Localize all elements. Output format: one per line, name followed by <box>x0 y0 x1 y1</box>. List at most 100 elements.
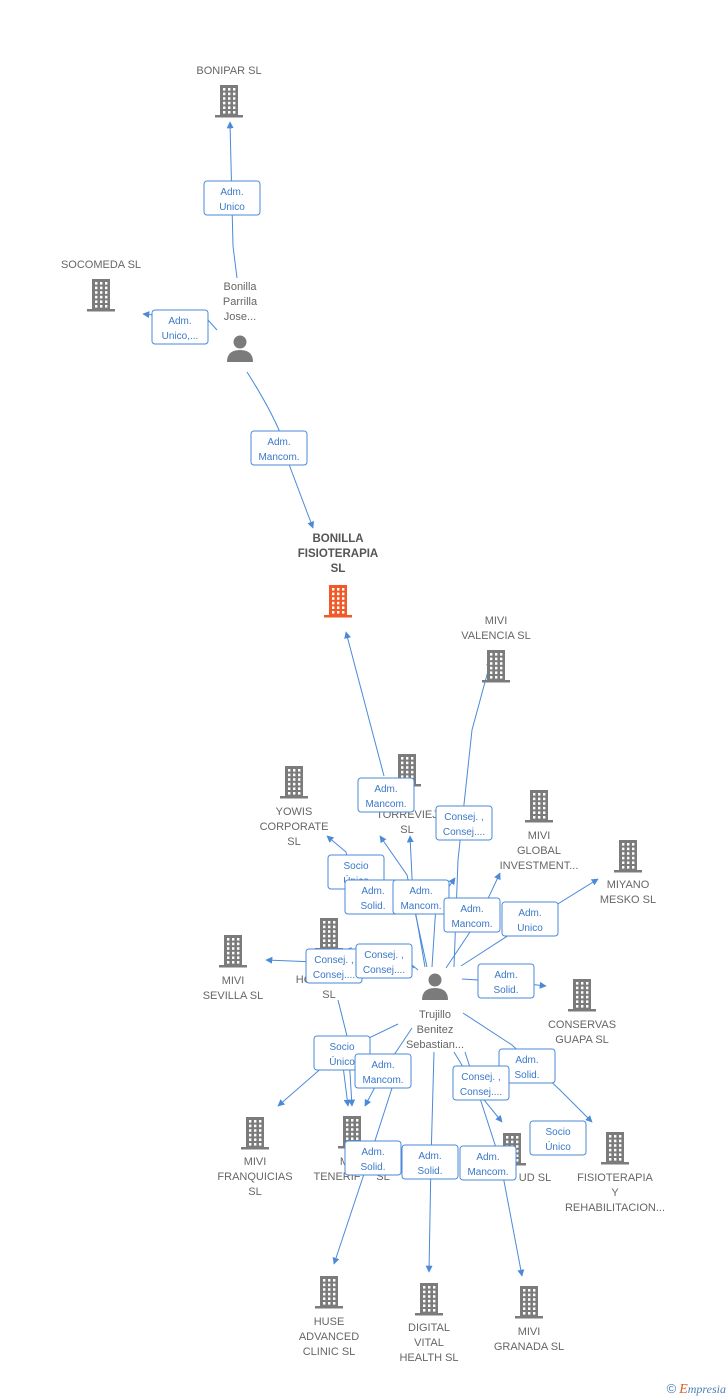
node-socomeda[interactable]: SOCOMEDA SL <box>61 259 141 312</box>
role-badge-label: Adm. <box>515 1055 538 1066</box>
role-badge[interactable]: Consej. ,Consej.... <box>355 943 413 979</box>
role-badge-frame <box>443 897 501 933</box>
empresia-logo: © Empresia <box>667 1381 726 1398</box>
role-badge-frame <box>357 777 415 813</box>
role-badge-label: Socio <box>343 861 368 872</box>
role-badge-frame <box>344 1140 402 1176</box>
role-badge[interactable]: Consej. ,Consej.... <box>452 1065 510 1101</box>
node-label-line: VALENCIA SL <box>461 630 531 642</box>
node-label-line: SL <box>248 1186 261 1198</box>
building-icon <box>525 790 553 823</box>
role-badge-label: Socio <box>545 1127 570 1138</box>
node-label-line: HUSE <box>314 1316 345 1328</box>
role-badge-label: Adm. <box>220 187 243 198</box>
node-label-line: Sebastian... <box>406 1039 464 1051</box>
node-label-line: UD SL <box>519 1172 551 1184</box>
role-badge-label: Adm. <box>460 904 483 915</box>
role-badge-label: Adm. <box>371 1060 394 1071</box>
roles-layer: Adm. Unico Adm.Unico,... Adm. Mancom. Adm. Man… <box>151 180 587 1181</box>
role-badge-label: Adm. <box>418 1151 441 1162</box>
role-badge[interactable]: Adm. Solid. <box>498 1048 556 1084</box>
node-label-line: MIVI <box>222 975 245 987</box>
person-icon <box>422 973 448 1000</box>
role-badge-label: Mancom. <box>451 919 492 930</box>
role-badge-frame <box>392 879 450 915</box>
node-label-line: CORPORATE <box>260 821 329 833</box>
node-label-line: BONILLA <box>312 533 363 545</box>
node-label-line: REHABILITACION... <box>565 1202 665 1214</box>
role-badge[interactable]: Adm.Unico <box>203 180 261 216</box>
role-badge-label: Adm. <box>267 437 290 448</box>
node-label-line: BONIPAR SL <box>196 65 261 77</box>
role-badge-label: Solid. <box>360 1162 385 1173</box>
relationship-edge <box>226 121 238 279</box>
role-badge-frame <box>452 1065 510 1101</box>
node-label-line: MIVI <box>518 1326 541 1338</box>
node-trujillo[interactable]: TrujilloBenitezSebastian... <box>406 973 464 1052</box>
node-bonilla-person[interactable]: BonillaParrillaJose... <box>223 281 258 362</box>
building-icon <box>601 1132 629 1165</box>
role-badge-frame <box>401 1144 459 1180</box>
node-label-line: MIYANO <box>607 879 650 891</box>
role-badge[interactable]: Adm.Solid. <box>477 963 535 999</box>
role-badge[interactable]: Adm.Mancom. <box>392 879 450 915</box>
node-label-line: Jose... <box>224 311 256 323</box>
role-badge-label: Adm. <box>518 908 541 919</box>
node-bonipar[interactable]: BONIPAR SL <box>196 65 262 118</box>
role-badge[interactable]: Adm.Unico,... <box>151 309 209 345</box>
node-label-line: GLOBAL <box>517 845 561 857</box>
role-badge[interactable]: Adm. Mancom. <box>443 897 501 933</box>
role-badge[interactable]: Adm.Mancom. <box>459 1145 517 1181</box>
relationship-edge <box>246 371 315 529</box>
building-icon <box>568 979 596 1012</box>
node-label-line: YOWIS <box>276 806 313 818</box>
role-badge-frame <box>354 1053 412 1089</box>
role-badge[interactable]: Adm.Solid. <box>344 1140 402 1176</box>
role-badge-label: Consej. , <box>444 812 483 823</box>
role-badge[interactable]: Adm. Mancom. <box>354 1053 412 1089</box>
role-badge[interactable]: Adm. Unico <box>501 901 559 937</box>
role-badge-label: Adm. <box>494 970 517 981</box>
node-label-line: FRANQUICIAS <box>217 1171 292 1183</box>
role-badge-label: Solid. <box>514 1070 539 1081</box>
role-badge[interactable]: Consej. ,Consej.... <box>435 805 493 841</box>
node-miyano[interactable]: MIYANO MESKO SL <box>600 840 656 906</box>
building-icon <box>315 918 343 951</box>
role-badge-label: Mancom. <box>362 1075 403 1086</box>
role-badge[interactable]: Adm.Solid. <box>401 1144 459 1180</box>
node-label-line: SL <box>400 824 413 836</box>
building-icon <box>614 840 642 873</box>
node-fisio-rehab[interactable]: FISIOTERAPIAYREHABILITACION... <box>565 1132 665 1214</box>
relationship-edge <box>342 1065 351 1107</box>
role-badge[interactable]: Consej. ,Consej.... <box>305 948 363 984</box>
brand-initial: E <box>679 1382 688 1397</box>
role-badge-label: Unico <box>517 923 543 934</box>
node-mivi-global[interactable]: MIVIGLOBALINVESTMENT... <box>500 790 579 872</box>
node-label-line: CONSERVAS <box>548 1019 616 1031</box>
role-badge-frame <box>151 309 209 345</box>
role-badge-label: Consej.... <box>460 1087 502 1098</box>
role-badge-label: Mancom. <box>467 1167 508 1178</box>
copyright-symbol: © <box>666 1381 677 1396</box>
node-label-line: MESKO SL <box>600 894 656 906</box>
role-badge[interactable]: Adm.Mancom. <box>250 430 308 466</box>
building-icon <box>315 1276 343 1309</box>
role-badge-frame <box>250 430 308 466</box>
role-badge-frame <box>529 1120 587 1156</box>
building-icon <box>87 279 115 312</box>
node-label-line: DIGITAL <box>408 1322 450 1334</box>
node-label-line: Bonilla <box>223 281 257 293</box>
role-badge[interactable]: Adm.Mancom. <box>357 777 415 813</box>
role-badge-label: Consej.... <box>313 970 355 981</box>
